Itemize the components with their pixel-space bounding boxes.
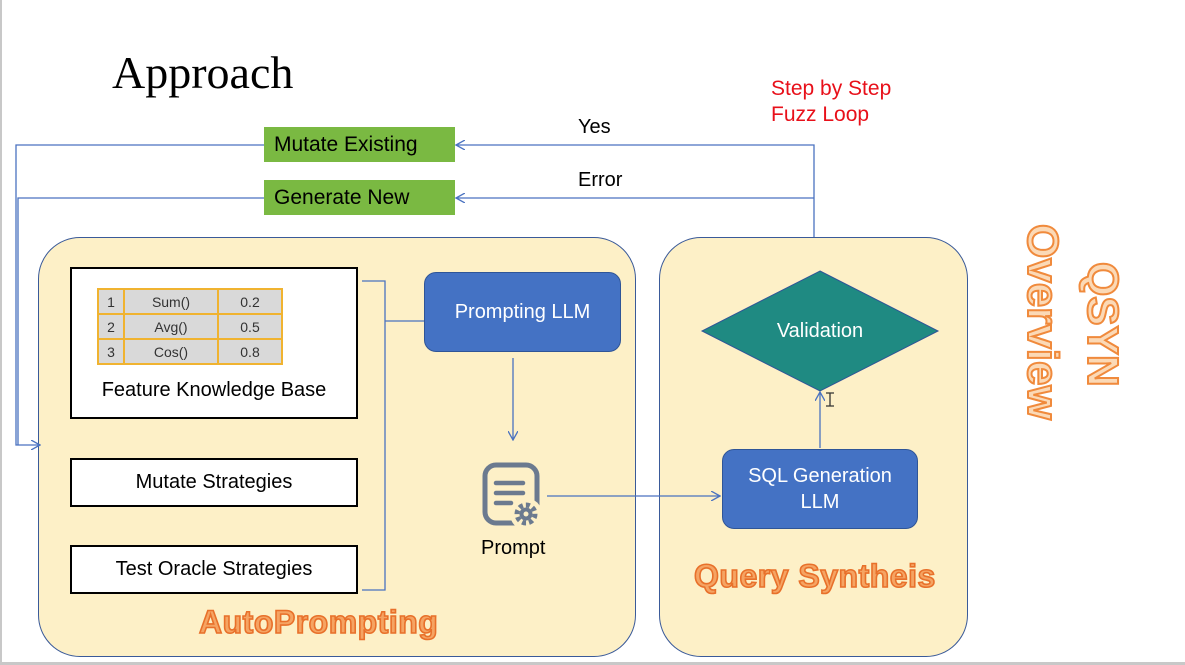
test-oracle-strategies-box: Test Oracle Strategies (70, 545, 358, 594)
prompt-document-icon (482, 462, 542, 530)
mutate-existing-box: Mutate Existing (264, 127, 455, 162)
sql-generation-label-line1: SQL Generation (748, 465, 892, 487)
mutate-strategies-box: Mutate Strategies (70, 458, 358, 507)
slide-left-border (0, 0, 2, 665)
prompt-label: Prompt (481, 537, 546, 559)
kb-cell-index: 3 (97, 338, 125, 365)
kb-cell-value: 0.2 (217, 288, 283, 315)
step-note-line1: Step by Step (771, 77, 892, 100)
yes-connector (456, 145, 815, 237)
kb-cell-index: 1 (97, 288, 125, 315)
generate-loop-connector (17, 197, 264, 445)
kb-cell-function: Sum() (123, 288, 219, 315)
overview-title-line2: Overview (1017, 223, 1068, 421)
validation-label: Validation (776, 320, 864, 342)
step-note: Step by Step Fuzz Loop (771, 76, 891, 128)
slide-title: Approach (112, 47, 294, 98)
kb-cell-function: Avg() (123, 313, 219, 340)
step-note-line2: Fuzz Loop (771, 103, 870, 126)
strategy-bracket (362, 280, 425, 591)
kb-cell-value: 0.8 (217, 338, 283, 365)
yes-label: Yes (578, 116, 611, 138)
autoprompting-title: AutoPrompting (198, 604, 439, 640)
kb-cell-function: Cos() (123, 338, 219, 365)
validation-diamond (700, 270, 940, 392)
kb-cell-value: 0.5 (217, 313, 283, 340)
text-cursor-icon (826, 392, 834, 407)
mutate-loop-connector (15, 144, 264, 445)
prompting-llm-box: Prompting LLM (424, 272, 621, 352)
sql-generation-label-line2: LLM (800, 491, 840, 513)
generate-new-box: Generate New (264, 180, 455, 215)
error-label: Error (578, 169, 623, 191)
slide-bottom-border (0, 662, 1185, 665)
qsyn-title-line1: QSYN (1077, 261, 1128, 388)
sql-generation-llm-box: SQL Generation LLM (722, 449, 918, 529)
query-synthesis-title: Query Syntheis (693, 558, 936, 594)
kb-cell-index: 2 (97, 313, 125, 340)
knowledge-base-label: Feature Knowledge Base (101, 379, 327, 401)
